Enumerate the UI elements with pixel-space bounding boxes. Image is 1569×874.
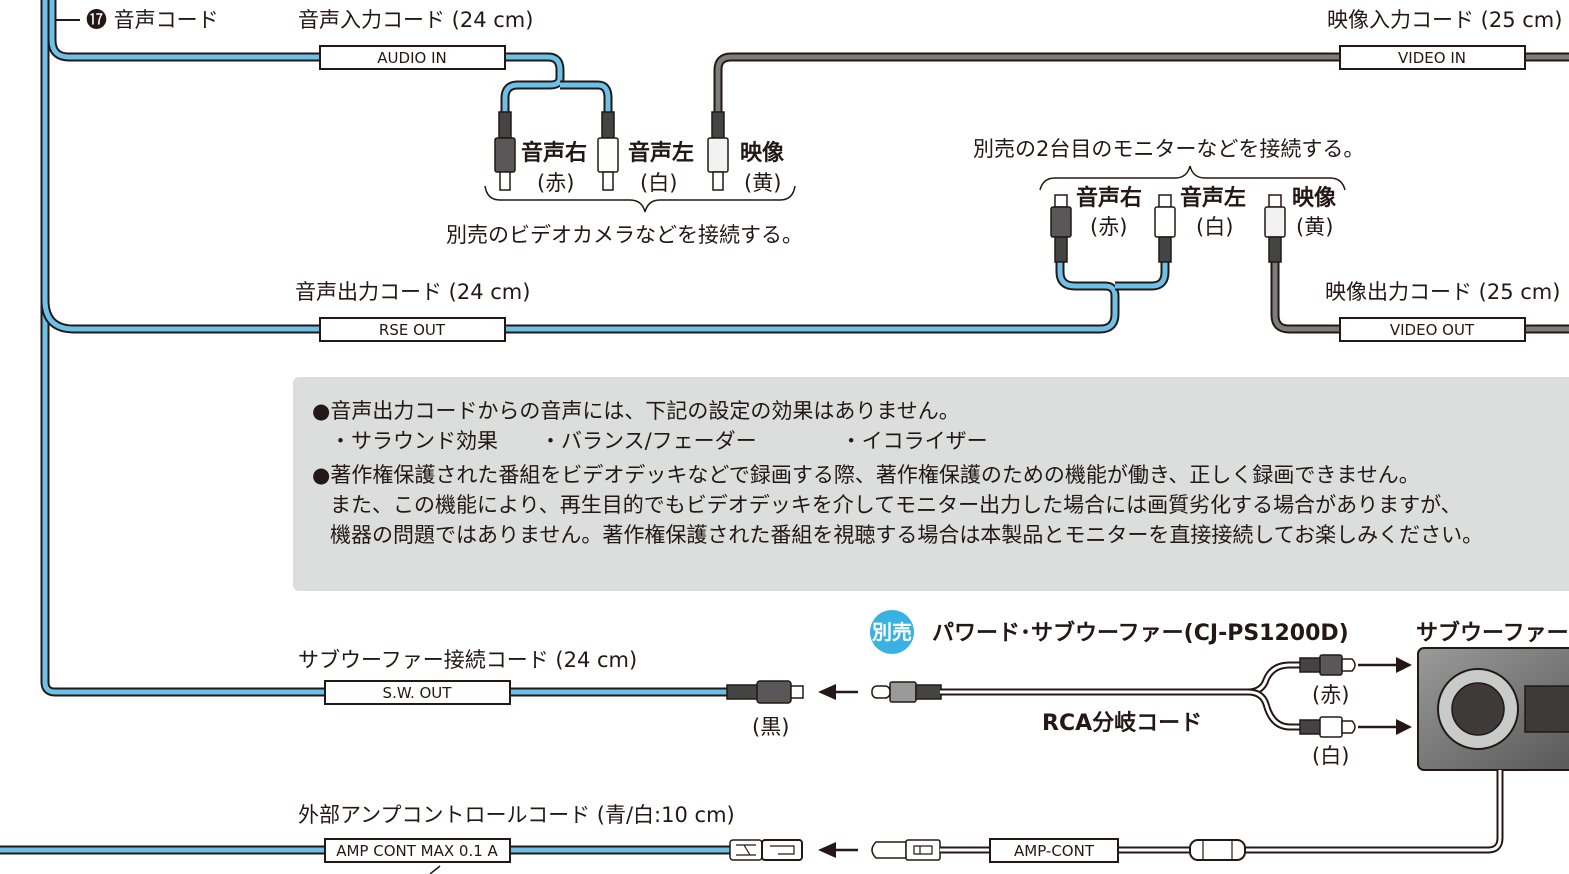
rca-plug-out-video-icon [1264, 194, 1286, 263]
amp-pointer-line [429, 865, 441, 874]
video-in-cable [713, 52, 1569, 112]
amp-tag-text: AMP CONT MAX 0.1 A [336, 842, 498, 860]
amp-cont-cable-sw: AMP-CONT [940, 770, 1504, 863]
rca-white-label: (白) [1312, 744, 1349, 768]
sold-separately-badge: 別売 [870, 610, 914, 654]
audio-in-tag: AUDIO IN [319, 45, 506, 70]
video-in-tag-text: VIDEO IN [1398, 49, 1466, 67]
audio-in-cord-label: 音声入力コード (24 cm) [298, 8, 533, 32]
note-line-1: ●音声出力コードからの音声には、下記の設定の効果はありません。 [312, 399, 960, 423]
out-right-color: (赤) [1090, 215, 1127, 239]
arrow-left-amp-icon [818, 842, 858, 858]
in-right-label: 音声右 [521, 140, 587, 166]
in-right-color: (赤) [537, 171, 574, 195]
video-out-cord-label: 映像出力コード (25 cm) [1325, 280, 1560, 304]
amp-connector-unit-icon [729, 839, 803, 861]
rse-out-tag: RSE OUT [319, 317, 506, 342]
rca-red-label: (赤) [1312, 683, 1349, 707]
audio-cord-label: ⓱ 音声コード [86, 8, 219, 32]
out-left-color: (白) [1196, 215, 1233, 239]
amp-tag: AMP CONT MAX 0.1 A [324, 838, 511, 863]
audio-in-cable [500, 52, 613, 112]
in-video-color: (黄) [744, 171, 781, 195]
notes-panel [293, 377, 1569, 591]
video-in-cord-label: 映像入力コード (25 cm) [1327, 8, 1562, 32]
rca-split-cable [940, 661, 1300, 731]
rca-plug-red-icon [1299, 654, 1412, 676]
subwoofer-product-label: パワード･サブウーファー(CJ-PS1200D) [932, 620, 1349, 646]
rca-plug-sw-icon [871, 681, 942, 703]
subwoofer-unit-icon [1417, 647, 1569, 771]
out-brace-icon [1039, 165, 1346, 191]
note-line-2: ・サラウンド効果 ・バランス/フェーダー ・イコライザー [330, 429, 988, 453]
note-line-4: また、この機能により、再生目的でもビデオデッキを介してモニター出力した場合には画… [330, 493, 1462, 517]
rca-plug-in-video-icon [707, 111, 729, 191]
sw-out-tag: S.W. OUT [324, 680, 511, 705]
note-line-5: 機器の問題ではありません。著作権保護された番組を視聴する場合は本製品とモニターを… [330, 523, 1484, 547]
amp-connector-sw-icon [871, 839, 941, 861]
out-right-label: 音声右 [1076, 185, 1142, 211]
audio-out-cord-label: 音声出力コード (24 cm) [295, 280, 530, 304]
video-out-cable [1270, 262, 1569, 334]
subwoofer-title: サブウーファー [1416, 620, 1569, 646]
in-left-label: 音声左 [628, 140, 694, 166]
rca-plug-out-right-icon [1050, 194, 1072, 263]
video-in-tag: VIDEO IN [1339, 45, 1526, 70]
rca-plug-in-right-icon [494, 111, 516, 191]
video-out-tag: VIDEO OUT [1339, 317, 1526, 342]
rse-out-tag-text: RSE OUT [379, 321, 446, 339]
out-left-label: 音声左 [1180, 185, 1246, 211]
out-caption: 別売の2台目のモニターなどを接続する。 [973, 137, 1364, 161]
in-left-color: (白) [640, 171, 677, 195]
amp-cord-label: 外部アンプコントロールコード (青/白:10 cm) [298, 803, 735, 827]
arrow-left-icon [818, 684, 858, 700]
black-color-label: (黒) [752, 715, 789, 739]
video-out-tag-text: VIDEO OUT [1390, 321, 1475, 339]
sw-cord-label: サブウーファー接続コード (24 cm) [298, 648, 637, 672]
out-video-color: (黄) [1296, 215, 1333, 239]
sw-out-tag-text: S.W. OUT [383, 684, 453, 702]
amp-cont-tag-text: AMP-CONT [1014, 842, 1095, 860]
rse-out-cable [505, 262, 1170, 334]
in-video-label: 映像 [740, 140, 785, 166]
rca-plug-out-left-icon [1154, 194, 1176, 263]
rca-plug-white-icon [1299, 716, 1412, 738]
rca-plug-in-left-icon [597, 111, 619, 191]
main-trunk-cable [0, 0, 325, 855]
in-caption: 別売のビデオカメラなどを接続する。 [446, 223, 803, 247]
sw-connector-black-icon [726, 680, 804, 704]
audio-in-tag-text: AUDIO IN [377, 49, 446, 67]
note-line-3: ●著作権保護された番組をビデオデッキなどで録画する際、著作権保護のための機能が働… [312, 463, 1420, 487]
in-brace-icon [484, 185, 796, 213]
rca-cord-label: RCA分岐コード [1042, 711, 1202, 736]
out-video-label: 映像 [1292, 185, 1337, 211]
